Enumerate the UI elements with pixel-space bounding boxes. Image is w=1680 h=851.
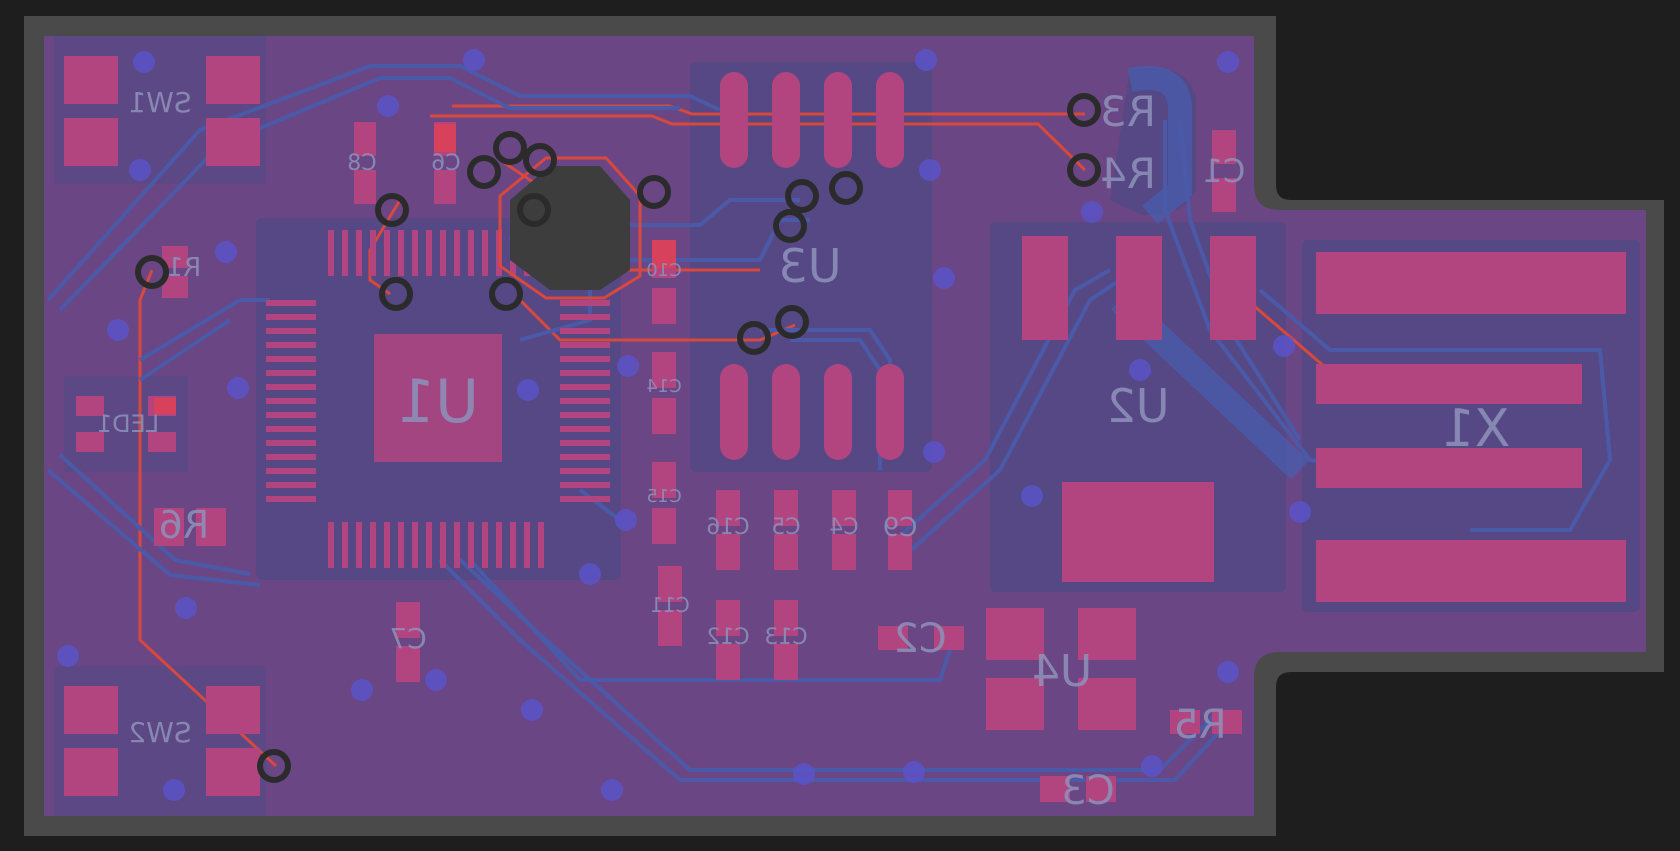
label-r5: R5: [1173, 702, 1226, 748]
label-x1: X1: [1442, 399, 1511, 459]
top-copper-area-outline: [498, 156, 642, 300]
label-c3: C3: [1061, 768, 1114, 814]
label-c5: C5: [771, 515, 800, 540]
sw2-footprint[interactable]: [64, 686, 260, 796]
label-c14: C14: [646, 376, 681, 397]
top-pads: [154, 124, 676, 414]
label-sw2: SW2: [128, 716, 191, 749]
label-r4: R4: [1100, 149, 1156, 198]
label-r3: R3: [1100, 87, 1156, 136]
label-u3: U3: [779, 239, 842, 293]
label-c10: C10: [646, 260, 681, 281]
label-c8: C8: [347, 151, 376, 176]
label-led1: LED1: [97, 410, 159, 438]
label-r1: R1: [167, 253, 202, 283]
label-c6: C6: [431, 151, 460, 176]
label-c2: C2: [893, 616, 946, 662]
label-c1: C1: [1203, 152, 1246, 190]
via-icon[interactable]: [135, 93, 1101, 783]
label-u1: U1: [397, 367, 479, 437]
power-trace: [1127, 66, 1192, 225]
label-u4: U4: [1032, 646, 1092, 697]
label-u2: U2: [1107, 379, 1170, 433]
x1-footprint[interactable]: [1316, 252, 1626, 602]
label-c4: C4: [829, 515, 858, 540]
u4-footprint[interactable]: [986, 608, 1136, 730]
sw1-footprint[interactable]: [64, 56, 260, 166]
u3-footprint[interactable]: [720, 72, 904, 460]
label-c11: C11: [650, 593, 689, 617]
label-r6: R6: [159, 503, 210, 547]
passive-pads[interactable]: [162, 122, 1242, 802]
label-c16: C16: [706, 515, 749, 540]
label-c7: C7: [389, 622, 426, 655]
label-c9: C9: [883, 513, 918, 543]
label-sw1: SW1: [128, 86, 191, 119]
u1-footprint[interactable]: [266, 230, 610, 568]
via-dots: [57, 49, 1311, 801]
u2-footprint[interactable]: [1022, 236, 1256, 582]
label-c13: C13: [764, 625, 807, 650]
r6-footprint[interactable]: [154, 508, 226, 546]
label-c12: C12: [706, 625, 749, 650]
label-c15: C15: [646, 486, 681, 507]
